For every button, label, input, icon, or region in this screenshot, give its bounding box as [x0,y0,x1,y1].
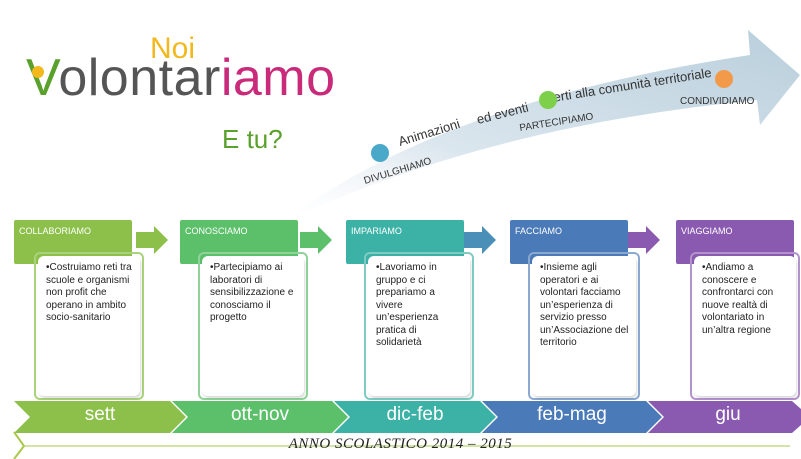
stage-text-4: •Insieme agli operatori e ai volontari f… [540,262,629,348]
connector-arrow-1-icon [136,226,168,254]
step-marker-divulghiamo [371,144,389,162]
stage-text-1: •Costruiamo reti tra scuole e organismi … [46,262,132,323]
timeline-label-feb-mag: feb-mag [537,404,607,425]
logo-noi: Noi [150,32,196,65]
stage-text-5: •Andiamo a conoscere e confrontarci con … [702,262,774,336]
logo-middle: olontar [58,49,221,107]
step-label-condividiamo: CONDIVIDIAMO [680,96,755,107]
curved-arrow-body [282,30,800,222]
stage-card-2: •Partecipiamo ai laboratori di sensibili… [202,256,304,396]
timeline-label-sett: sett [84,404,116,425]
stage-card-frame-4 [528,252,640,400]
stage-card-frame-2 [198,252,308,400]
stage-card-4: •Insieme agli operatori e ai volontari f… [532,256,636,396]
connector-arrow-4-icon [628,226,660,254]
stage-text-3: •Lavoriamo in gruppo e ci prepariamo a v… [376,262,439,348]
stage-card-frame-5 [690,252,800,400]
timeline-label-giu: giu [715,404,741,425]
stage-text-2: •Partecipiamo ai laboratori di sensibili… [210,262,294,323]
step-marker-partecipiamo [539,91,557,109]
stage-card-5: •Andiamo a conoscere e confrontarci con … [694,256,796,396]
step-marker-condividiamo [715,70,733,88]
timeline-chevron-sett [14,401,186,433]
logo-subtitle: E tu? [222,124,283,154]
timeline-chevron-giu [648,401,801,433]
stage-card-1: •Costruiamo reti tra scuole e organismi … [38,256,140,396]
timeline-label-ott-nov: ott-nov [230,404,290,425]
stage-card-frame-1 [34,252,144,400]
connector-arrow-2-icon [300,226,332,254]
logo-dot-icon [32,66,44,78]
timeline-chevron-dic-feb [334,401,496,433]
logo-letter-v: V [26,49,59,107]
timeline-chevron-feb-mag [482,401,662,433]
school-year-label: ANNO SCOLASTICO 2014 – 2015 [288,436,513,452]
stage-card-3: •Lavoriamo in gruppo e ci prepariamo a v… [368,256,470,396]
logo-end: iamo [220,49,336,107]
timeline-label-dic-feb: dic-feb [386,404,444,425]
stage-card-frame-3 [364,252,474,400]
logo-wordmark: Volontariamo [26,48,336,108]
connector-arrow-3-icon [464,226,496,254]
timeline-chevron-ott-nov [172,401,348,433]
